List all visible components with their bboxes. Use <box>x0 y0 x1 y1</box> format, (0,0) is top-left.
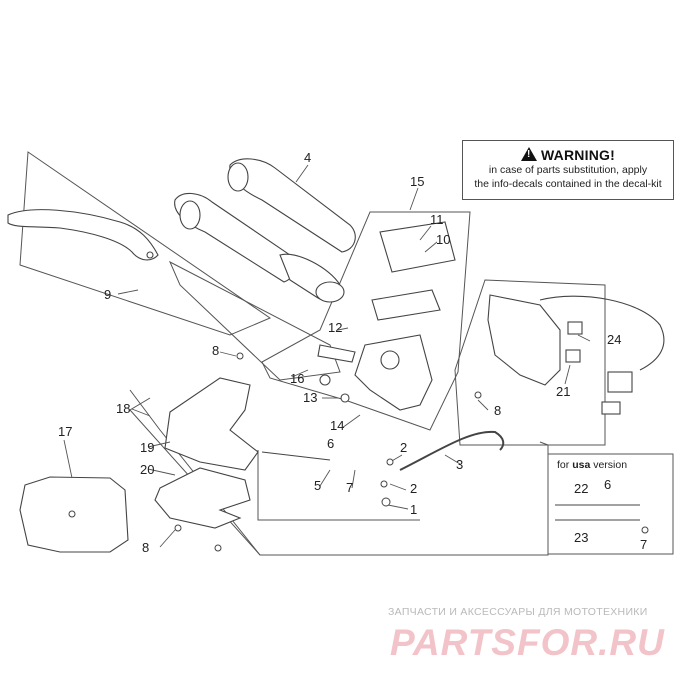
watermark-tagline: ЗАПЧАСТИ И АКСЕССУАРЫ ДЛЯ МОТОТЕХНИКИ <box>388 606 648 618</box>
callout-9: 9 <box>104 287 112 302</box>
callout-4: 4 <box>304 150 312 165</box>
group-outline-switch <box>454 279 606 446</box>
brake-hose <box>399 430 505 471</box>
warning-title-text: WARNING! <box>541 147 615 163</box>
switch-wire <box>261 451 331 461</box>
hand-guard <box>154 377 259 529</box>
callout-2-top: 2 <box>400 440 408 455</box>
callout-6: 6 <box>327 436 335 451</box>
switch-housing <box>487 294 665 415</box>
callout-6-usa: 6 <box>604 477 612 492</box>
warning-title: WARNING! <box>463 147 673 163</box>
usa-wire <box>555 504 640 521</box>
callout-13: 13 <box>303 390 318 405</box>
callout-5: 5 <box>314 478 322 493</box>
callout-15: 15 <box>410 174 425 189</box>
callout-19: 19 <box>140 440 155 455</box>
callout-10: 10 <box>436 232 451 247</box>
usa-suffix: version <box>593 459 628 471</box>
warning-line-1: in case of parts substitution, apply <box>488 164 648 176</box>
callout-8-bottom: 8 <box>142 540 150 555</box>
group-outline-lever <box>19 151 272 336</box>
callout-18: 18 <box>116 401 131 416</box>
callout-12: 12 <box>328 320 343 335</box>
callout-2-bottom: 2 <box>410 481 418 496</box>
callout-8-right: 8 <box>494 403 502 418</box>
handlebar-grips <box>174 158 356 303</box>
callout-1: 1 <box>410 502 418 517</box>
usa-bold: usa <box>572 459 591 471</box>
group-outline-usa <box>547 453 674 555</box>
callout-3: 3 <box>456 457 464 472</box>
callout-17: 17 <box>58 424 73 439</box>
callout-21: 21 <box>556 384 571 399</box>
usa-prefix: for <box>557 459 570 471</box>
callout-14: 14 <box>330 418 345 433</box>
usa-version-label: for usa version <box>557 459 627 471</box>
brake-master-cylinder <box>317 221 456 411</box>
callout-7-usa: 7 <box>640 537 648 552</box>
warning-line-2: the info-decals contained in the decal-k… <box>474 178 662 190</box>
callout-7: 7 <box>346 480 354 495</box>
brake-lever <box>7 209 159 261</box>
callout-20: 20 <box>140 462 155 477</box>
callout-16: 16 <box>290 371 305 386</box>
warning-icon <box>521 147 538 161</box>
callout-11: 11 <box>430 212 444 227</box>
callout-22: 22 <box>574 481 589 496</box>
watermark-logo: PARTSFOR.RU <box>390 622 665 663</box>
callout-8-top: 8 <box>212 343 220 358</box>
callout-23: 23 <box>574 530 589 545</box>
warning-notice: WARNING! in case of parts substitution, … <box>462 140 674 200</box>
callout-24: 24 <box>607 332 622 347</box>
